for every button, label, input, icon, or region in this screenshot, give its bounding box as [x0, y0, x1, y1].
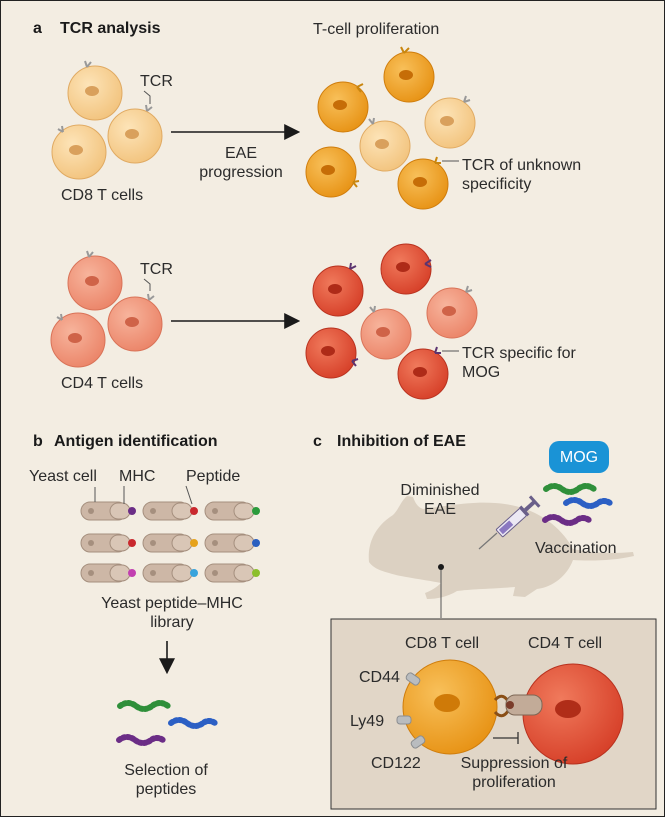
panel-c-title: Inhibition of EAE [337, 433, 466, 450]
selected-peptides [116, 700, 218, 746]
cd8-cell [107, 104, 163, 164]
unknown-tcr-label: TCR of unknown specificity [462, 157, 582, 193]
diminished-eae-label: Diminished EAE [400, 482, 480, 518]
tcr-label-cd4: TCR [140, 261, 173, 278]
cd4-cell [305, 327, 359, 379]
yeast-cell [204, 501, 260, 521]
cd4-cell [107, 293, 163, 352]
cd122-label: CD122 [371, 755, 421, 772]
tcr-mhc-contact [493, 694, 543, 718]
cd8-cell [424, 95, 476, 149]
label-leaders [94, 485, 193, 505]
panel-c-letter: c [313, 433, 322, 450]
mog-badge-label: MOG [559, 449, 599, 466]
syringe-icon [478, 495, 541, 550]
cd4-cell [360, 305, 412, 360]
mhc-label: MHC [119, 468, 156, 485]
cd8-cell [383, 46, 435, 103]
cd4-cell [312, 262, 364, 317]
yeast-cell [142, 501, 198, 521]
cd8-cells-proliferating [305, 46, 476, 210]
yeast-cell [80, 533, 136, 553]
eae-progression-label: EAE progression [199, 145, 283, 181]
mog-tcr-label: TCR specific for MOG [462, 345, 576, 381]
panel-b-letter: b [33, 433, 43, 450]
cd4-cell [397, 346, 449, 400]
cd8-cells-label: CD8 T cells [61, 187, 144, 204]
cd44-label: CD44 [359, 669, 400, 686]
yeast-cell [80, 501, 136, 521]
cd4-cells-resting [50, 250, 163, 368]
yeast-cell [80, 563, 136, 583]
proliferation-label: T-cell proliferation [313, 21, 440, 38]
mouse-silhouette [368, 496, 634, 599]
suppression-label: Suppression of proliferation [460, 755, 568, 791]
library-label: Yeast peptide–MHC library [101, 595, 243, 631]
yeast-cell-label: Yeast cell [29, 468, 97, 485]
cd8-cell [359, 117, 411, 172]
cd8-cell-label: CD8 T cell [405, 635, 480, 652]
peptide-label: Peptide [186, 468, 241, 485]
selection-label: Selection of peptides [124, 762, 208, 798]
vaccine-peptides [542, 483, 613, 526]
yeast-cell [142, 563, 198, 583]
surface-markers [396, 672, 426, 749]
yeast-cell [204, 533, 260, 553]
suppression-bar [493, 732, 519, 744]
yeast-cell [204, 563, 260, 583]
cd8-cell-large [402, 659, 498, 755]
tcr-label: TCR [140, 73, 173, 90]
cd8-cell [397, 156, 449, 210]
cd8-cell [305, 146, 360, 198]
mog-badge [549, 441, 609, 473]
tcr-leader-line-cd4 [143, 278, 151, 291]
cd4-cell [426, 285, 478, 339]
yeast-library [80, 501, 260, 583]
cd4-cell [380, 243, 432, 295]
cd8-cell [317, 81, 369, 133]
cd4-cell-label: CD4 T cell [528, 635, 603, 652]
yeast-cell [142, 533, 198, 553]
panel-b-title: Antigen identification [54, 433, 218, 450]
mouse-dot [438, 564, 444, 570]
ly49-label: Ly49 [350, 713, 385, 730]
cd4-cells-proliferating [305, 243, 478, 400]
cd4-cell [50, 312, 106, 368]
cd8-cells-resting [51, 60, 163, 180]
cd8-cell [51, 124, 107, 180]
cd4-cell [67, 250, 123, 311]
panel-a-letter: a [33, 20, 42, 37]
cd4-cell-large [522, 663, 624, 765]
vaccination-label: Vaccination [535, 540, 617, 557]
cd4-cells-label: CD4 T cells [61, 375, 144, 392]
cd8-cell [67, 60, 123, 121]
tcr-leader-line [143, 90, 151, 104]
panel-a-title: TCR analysis [60, 20, 161, 37]
